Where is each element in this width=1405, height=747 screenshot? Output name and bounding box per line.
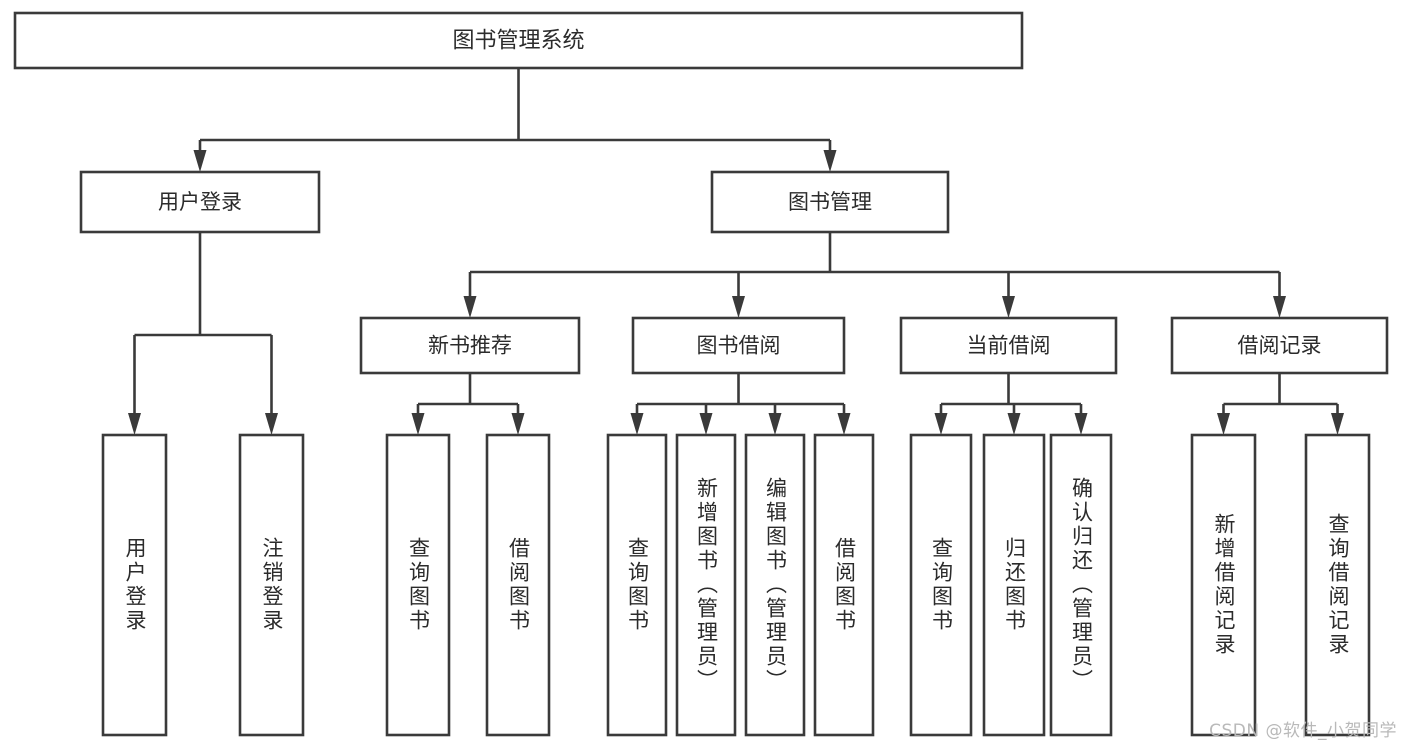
node-box-current-borrow[interactable] — [899, 316, 1118, 375]
arrow-head-br-query-record — [1331, 413, 1344, 435]
arrow-head-bb-edit-book — [768, 413, 782, 435]
arrow-head-cb-confirm-return — [1074, 413, 1088, 435]
node-box-cb-query-book[interactable] — [909, 433, 973, 737]
arrow-head-leaf-logout — [265, 413, 278, 435]
arrow-head-current-borrow — [1002, 296, 1015, 318]
connectors-layer — [128, 68, 1344, 435]
node-box-book-borrow[interactable] — [631, 316, 846, 375]
node-label-new-book-recommend: 新书推荐 — [428, 334, 512, 358]
arrow-head-nbr-borrow-book — [511, 413, 525, 435]
node-box-bb-add-book[interactable] — [675, 433, 737, 737]
arrow-head-cb-return-book — [1007, 413, 1021, 435]
node-box-nbr-query-book[interactable] — [385, 433, 451, 737]
arrow-head-book-borrow — [732, 296, 745, 318]
arrow-head-bb-add-book — [699, 413, 713, 435]
node-box-br-add-record[interactable] — [1190, 433, 1257, 737]
node-box-book-management[interactable] — [710, 170, 950, 234]
node-box-root[interactable] — [13, 11, 1024, 70]
arrow-head-new-book-recommend — [463, 296, 477, 318]
arrow-head-borrow-record — [1273, 296, 1286, 318]
arrow-head-user-login — [193, 150, 207, 172]
node-box-leaf-logout[interactable] — [238, 433, 305, 737]
node-label-book-management: 图书管理 — [788, 190, 872, 214]
arrow-head-nbr-query-book — [411, 413, 425, 435]
node-box-borrow-record[interactable] — [1170, 316, 1389, 375]
node-box-bb-edit-book[interactable] — [744, 433, 806, 737]
node-box-user-login[interactable] — [79, 170, 321, 234]
node-label-root: 图书管理系统 — [452, 29, 584, 54]
node-label-book-borrow: 图书借阅 — [697, 334, 781, 358]
node-box-cb-confirm-return[interactable] — [1049, 433, 1113, 737]
nodes-layer — [13, 11, 1389, 737]
arrow-head-bb-query-book — [630, 413, 644, 435]
node-box-nbr-borrow-book[interactable] — [485, 433, 551, 737]
node-label-borrow-record: 借阅记录 — [1238, 334, 1322, 358]
node-label-current-borrow: 当前借阅 — [967, 334, 1051, 358]
arrow-head-book-management — [823, 150, 837, 172]
node-box-bb-query-book[interactable] — [606, 433, 668, 737]
watermark-text: CSDN @软件_小贺同学 — [1209, 721, 1397, 741]
arrow-head-br-add-record — [1217, 413, 1230, 435]
arrow-head-cb-query-book — [934, 413, 948, 435]
arrow-head-bb-borrow-book — [837, 413, 851, 435]
node-box-bb-borrow-book[interactable] — [813, 433, 875, 737]
node-box-new-book-recommend[interactable] — [359, 316, 581, 375]
node-box-leaf-user-login[interactable] — [101, 433, 168, 737]
node-box-br-query-record[interactable] — [1304, 433, 1371, 737]
node-label-user-login: 用户登录 — [158, 190, 242, 214]
arrow-head-leaf-user-login — [128, 413, 141, 435]
node-box-cb-return-book[interactable] — [982, 433, 1046, 737]
